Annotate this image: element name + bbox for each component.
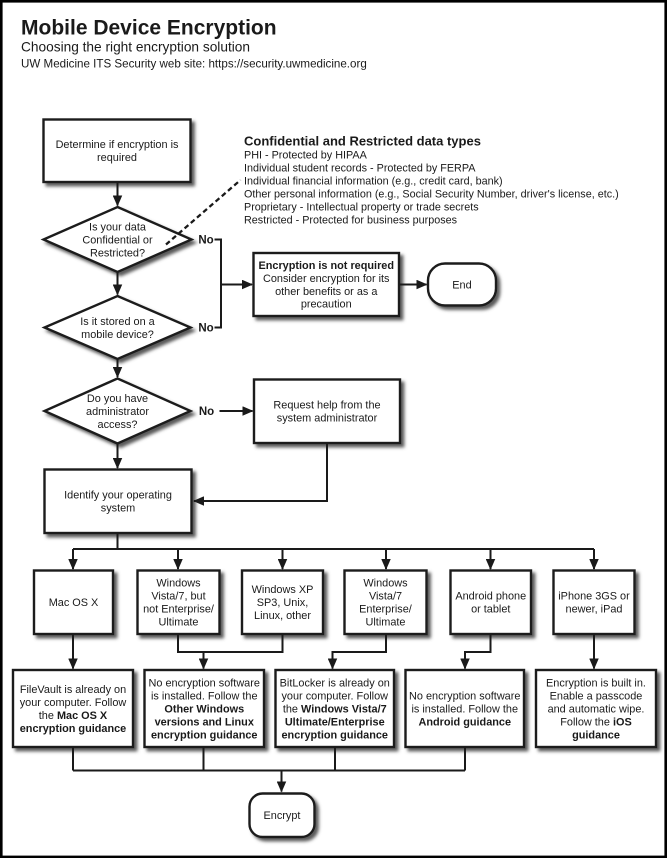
svg-text:PHI - Protected by HIPAA: PHI - Protected by HIPAA: [244, 150, 368, 162]
svg-text:Identify your operating: Identify your operating: [64, 490, 172, 502]
svg-text:not Enterprise/: not Enterprise/: [143, 604, 215, 616]
svg-text:BitLocker is already on: BitLocker is already on: [280, 677, 390, 689]
svg-text:Mobile Device Encryption: Mobile Device Encryption: [21, 17, 277, 40]
svg-text:No: No: [199, 406, 214, 418]
svg-text:iPhone 3GS or: iPhone 3GS or: [558, 591, 630, 603]
svg-text:other benefits or as a: other benefits or as a: [275, 286, 378, 298]
svg-text:system administrator: system administrator: [277, 413, 378, 425]
svg-text:required: required: [97, 152, 137, 164]
svg-text:Windows: Windows: [363, 578, 408, 590]
svg-text:Follow the iOS: Follow the iOS: [560, 716, 631, 728]
svg-text:Mac OS X: Mac OS X: [49, 597, 99, 609]
svg-text:Ultimate/Enterprise: Ultimate/Enterprise: [285, 716, 385, 728]
svg-text:administrator: administrator: [86, 406, 149, 418]
svg-text:SP3, Unix,: SP3, Unix,: [257, 597, 308, 609]
svg-text:Is it stored on a: Is it stored on a: [80, 316, 155, 328]
svg-text:access?: access?: [98, 419, 138, 431]
svg-text:Determine if encryption is: Determine if encryption is: [56, 139, 179, 151]
svg-text:guidance: guidance: [572, 729, 620, 741]
svg-text:Ultimate: Ultimate: [366, 617, 406, 629]
svg-text:No encryption software: No encryption software: [149, 677, 260, 689]
svg-text:precaution: precaution: [301, 299, 352, 311]
svg-text:End: End: [452, 279, 471, 291]
svg-text:No: No: [198, 235, 213, 247]
svg-text:Confidential and Restricted da: Confidential and Restricted data types: [244, 134, 481, 149]
svg-text:Individual financial informati: Individual financial information (e.g., …: [244, 176, 503, 188]
svg-text:your computer. Follow: your computer. Follow: [281, 690, 388, 702]
svg-text:Vista/7: Vista/7: [369, 591, 402, 603]
svg-text:Encryption is not required: Encryption is not required: [258, 260, 394, 272]
svg-text:newer, iPad: newer, iPad: [566, 604, 623, 616]
svg-text:your computer. Follow: your computer. Follow: [20, 697, 127, 709]
svg-text:and automatic wipe.: and automatic wipe.: [548, 703, 645, 715]
svg-text:Windows: Windows: [156, 578, 201, 590]
svg-text:Restricted?: Restricted?: [90, 247, 145, 259]
svg-text:Android phone: Android phone: [455, 591, 526, 603]
svg-text:encryption guidance: encryption guidance: [281, 729, 388, 741]
svg-text:FileVault is already on: FileVault is already on: [20, 684, 126, 696]
svg-text:mobile device?: mobile device?: [81, 329, 154, 341]
svg-text:Ultimate: Ultimate: [159, 617, 199, 629]
svg-text:is installed. Follow the: is installed. Follow the: [411, 703, 518, 715]
svg-text:Do you have: Do you have: [87, 393, 148, 405]
svg-text:Proprietary - Intellectual pro: Proprietary - Intellectual property or t…: [244, 202, 479, 214]
svg-text:Consider encryption for its: Consider encryption for its: [263, 273, 390, 285]
svg-text:Other Windows: Other Windows: [164, 703, 244, 715]
svg-text:Enable a passcode: Enable a passcode: [550, 690, 643, 702]
svg-text:Linux, other: Linux, other: [254, 610, 311, 622]
svg-text:Other personal information (e.: Other personal information (e.g., Social…: [244, 189, 619, 201]
svg-text:encryption guidance: encryption guidance: [20, 723, 127, 735]
svg-text:the Windows Vista/7: the Windows Vista/7: [283, 703, 387, 715]
svg-text:is installed. Follow the: is installed. Follow the: [151, 690, 258, 702]
svg-text:No: No: [198, 323, 213, 335]
svg-text:Individual student records - P: Individual student records - Protected b…: [244, 163, 476, 175]
svg-text:Request help from the: Request help from the: [273, 400, 380, 412]
svg-text:Android guidance: Android guidance: [418, 716, 511, 728]
svg-text:Windows XP: Windows XP: [252, 584, 314, 596]
svg-text:Enterprise/: Enterprise/: [359, 604, 413, 616]
svg-text:or tablet: or tablet: [471, 604, 510, 616]
svg-text:Is your data: Is your data: [89, 221, 147, 233]
svg-text:Restricted - Protected for bus: Restricted - Protected for business purp…: [244, 215, 458, 227]
svg-text:Confidential or: Confidential or: [82, 234, 153, 246]
svg-text:versions and Linux: versions and Linux: [155, 716, 254, 728]
svg-text:system: system: [101, 503, 136, 515]
svg-text:encryption guidance: encryption guidance: [151, 729, 258, 741]
svg-text:Encrypt: Encrypt: [264, 810, 301, 822]
svg-text:Choosing the right encryption: Choosing the right encryption solution: [21, 40, 250, 55]
svg-text:Encryption is built in.: Encryption is built in.: [546, 677, 646, 689]
svg-text:Vista/7, but: Vista/7, but: [151, 591, 205, 603]
svg-text:UW Medicine ITS Security web s: UW Medicine ITS Security web site: https…: [21, 58, 367, 71]
svg-text:the Mac OS X: the Mac OS X: [39, 710, 108, 722]
svg-text:No encryption software: No encryption software: [409, 690, 520, 702]
